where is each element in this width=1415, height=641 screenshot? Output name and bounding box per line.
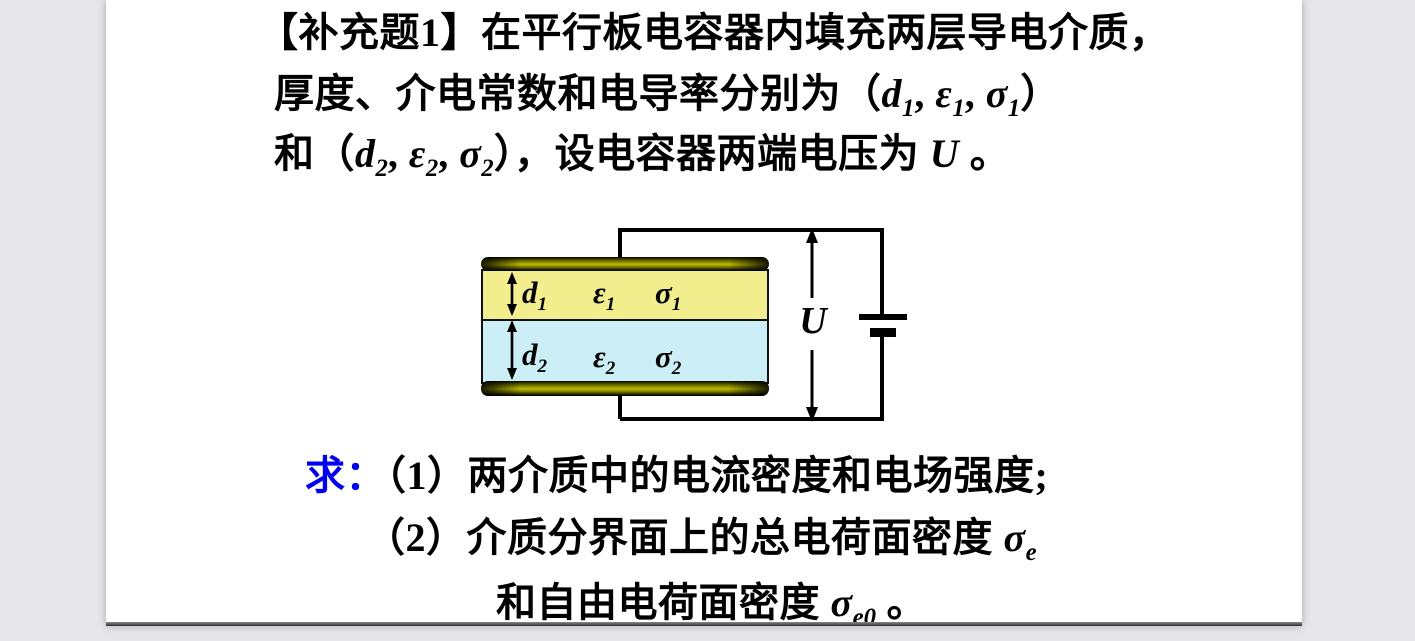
math-sigma2: σ2: [459, 131, 494, 182]
battery-bottom-wire: [880, 335, 884, 421]
eps2-label: ε2: [593, 339, 616, 380]
problem-line-3-suffix: 。: [959, 131, 1011, 176]
d1-label: d1: [522, 275, 548, 316]
capacitor-bottom-plate: [481, 381, 769, 396]
voltage-arrow-icon: [806, 228, 818, 422]
math-sigma-e0: σe0: [830, 580, 876, 631]
problem-line-1: 【补充题1】在平行板电容器内填充两层导电介质，: [258, 10, 1170, 56]
d1-thickness-arrow-icon: [507, 272, 517, 316]
math-d1: d1: [881, 71, 915, 122]
math-eps2: ε2: [408, 131, 439, 182]
separator: ,: [914, 71, 936, 116]
question-line-2: （2）介质分界面上的总电荷面密度 σe: [365, 515, 1037, 576]
question-label: 求：: [305, 453, 386, 498]
math-eps1: ε1: [935, 71, 965, 122]
sigma2-label: σ2: [655, 339, 682, 380]
sigma1-label: σ1: [655, 275, 682, 316]
eps1-label: ε1: [593, 275, 616, 316]
battery-positive-terminal-icon: [859, 314, 907, 320]
page-background: 【补充题1】在平行板电容器内填充两层导电介质， 厚度、介电常数和电导率分别为（d…: [106, 0, 1302, 631]
top-lead-wire: [618, 228, 622, 260]
math-d2: d2: [355, 131, 388, 182]
question-2-text: （2）介质分界面上的总电荷面密度: [365, 515, 1004, 560]
problem-line-3-prefix: 和（: [274, 131, 355, 176]
problem-line-2: 厚度、介电常数和电导率分别为（d1, ε1, σ1）: [274, 71, 1061, 132]
bottom-wire: [620, 417, 884, 421]
separator: ,: [438, 131, 460, 176]
slide-bottom-edge: [106, 622, 1302, 626]
problem-line-1-text: 【补充题1】在平行板电容器内填充两层导电介质，: [258, 10, 1170, 55]
problem-line-3-mid: ），设电容器两端电压为: [493, 131, 930, 176]
math-sigma1: σ1: [985, 71, 1021, 122]
capacitor-top-plate: [481, 257, 769, 271]
bottom-lead-wire: [618, 394, 622, 419]
math-voltage-u: U: [929, 131, 960, 176]
battery-negative-terminal-icon: [870, 328, 896, 337]
top-wire: [620, 228, 884, 232]
d2-thickness-arrow-icon: [507, 320, 517, 380]
slide: 【补充题1】在平行板电容器内填充两层导电介质， 厚度、介电常数和电导率分别为（d…: [106, 0, 1302, 631]
problem-line-2-prefix: 厚度、介电常数和电导率分别为（: [274, 71, 882, 116]
problem-line-3: 和（d2, ε2, σ2），设电容器两端电压为 U 。: [274, 131, 1010, 192]
voltage-label: U: [799, 300, 827, 342]
battery-top-wire: [880, 228, 884, 316]
d2-label: d2: [522, 337, 548, 378]
separator: ,: [964, 71, 986, 116]
math-sigma-e: σe: [1003, 515, 1037, 566]
question-1-text: （1）两介质中的电流密度和电场强度;: [386, 453, 1049, 498]
question-3-text: 和自由电荷面密度: [496, 580, 831, 625]
dielectric-layer-1: [483, 271, 767, 321]
problem-line-2-suffix: ）: [1020, 71, 1061, 116]
dielectric-layer-2: [483, 321, 767, 382]
separator: ,: [387, 131, 409, 176]
question-3-suffix: 。: [875, 580, 927, 625]
question-line-3: 和自由电荷面密度 σe0 。: [496, 580, 927, 641]
question-line-1: 求：（1）两介质中的电流密度和电场强度;: [305, 453, 1048, 499]
